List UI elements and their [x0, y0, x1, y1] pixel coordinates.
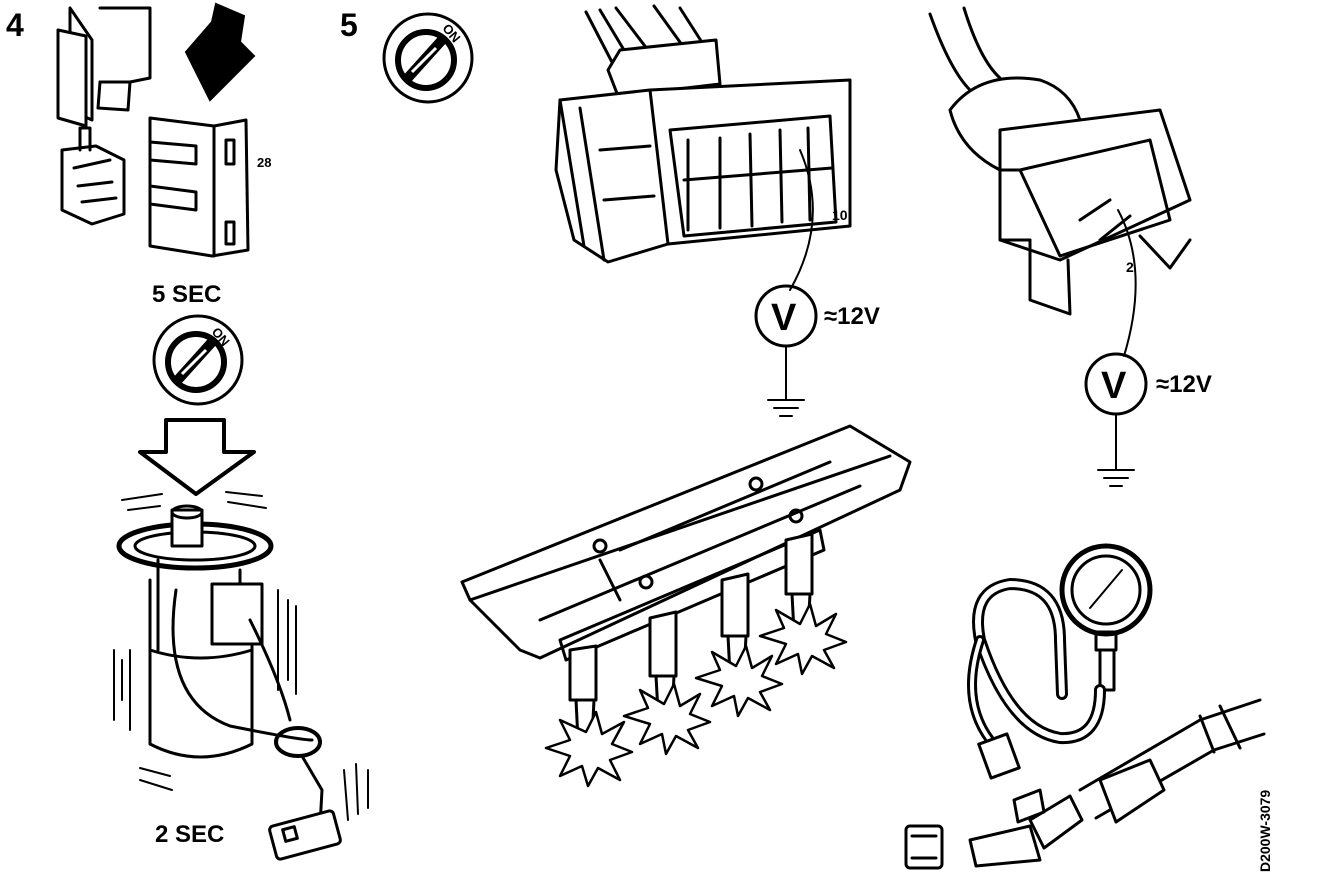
connector-b-pin-label: 2	[1126, 259, 1134, 275]
spray-burst-icon	[544, 710, 634, 788]
pressure-gauge	[967, 543, 1153, 780]
step-4-number: 4	[6, 7, 24, 43]
fuel-pump-module	[116, 504, 342, 861]
relay-28	[148, 116, 250, 258]
connector-two-pin	[928, 6, 1192, 316]
ignition-switch-icon-step5	[382, 12, 474, 104]
reference-code: D200W-3079	[1257, 790, 1273, 872]
relay-number-label: 28	[257, 155, 271, 170]
down-arrow-icon	[138, 418, 256, 496]
fuel-rail	[460, 424, 912, 662]
voltmeter-b: V	[1084, 209, 1148, 487]
voltmeter-b-symbol: V	[1101, 365, 1127, 407]
voltage-b-label: ≈12V	[1156, 371, 1212, 398]
voltage-a-label: ≈12V	[824, 303, 880, 330]
spray-burst-icon	[622, 682, 712, 756]
first-wait-label: 5 SEC	[152, 281, 221, 308]
voltmeter-a-symbol: V	[771, 297, 797, 339]
vibration-lines	[113, 491, 369, 821]
fuel-line-assembly	[904, 698, 1266, 870]
relay-socket	[56, 6, 152, 226]
step-5-number: 5	[340, 7, 358, 43]
ignition-switch-icon	[152, 314, 244, 406]
second-wait-label: 2 SEC	[155, 821, 224, 848]
ground-icon-a	[767, 399, 805, 417]
connector-multi-pin	[554, 4, 852, 264]
spray-burst-icon	[694, 644, 784, 718]
spray-bursts	[544, 602, 848, 788]
ground-icon-b	[1097, 469, 1135, 487]
connector-a-pin-label: 10	[832, 207, 848, 223]
spray-burst-icon	[758, 602, 848, 676]
voltmeter-a: V	[754, 149, 818, 417]
insert-arrow-icon	[184, 2, 256, 102]
